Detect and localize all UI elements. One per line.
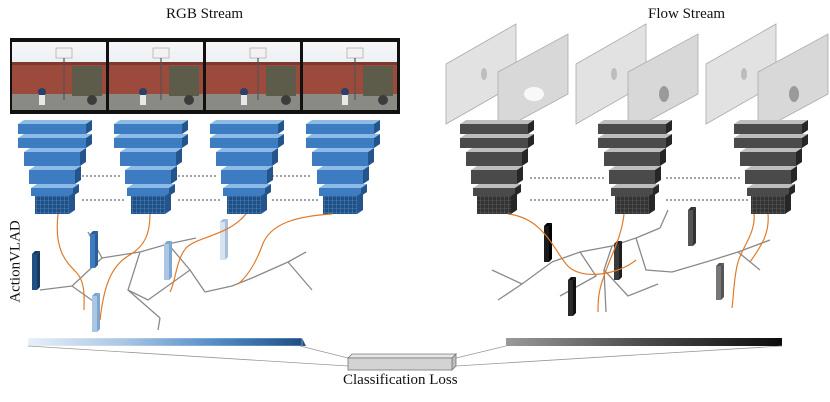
classification-loss-label: Classification Loss bbox=[343, 372, 458, 388]
cluster-vector-bar bbox=[92, 293, 100, 332]
rgb-frame-strip bbox=[10, 38, 400, 114]
tower-dotted-links bbox=[82, 175, 748, 201]
classification-loss-box bbox=[347, 353, 457, 371]
cluster-vector-bar bbox=[164, 241, 172, 280]
flow-feature-bars bbox=[544, 207, 724, 316]
cnn-tower bbox=[306, 120, 380, 214]
flow-cnn-towers bbox=[460, 120, 808, 214]
cluster-vector-bar bbox=[90, 231, 98, 268]
cluster-vector-bar bbox=[716, 263, 724, 300]
rgb-output-vector bbox=[27, 337, 306, 347]
rgb-feature-graph bbox=[39, 231, 313, 331]
flow-feature-graph bbox=[491, 209, 771, 313]
rgb-video-frame bbox=[109, 42, 203, 110]
merge-lines bbox=[27, 345, 783, 367]
cnn-tower bbox=[114, 120, 188, 214]
flow-frame-stack bbox=[445, 23, 829, 133]
cnn-tower bbox=[210, 120, 284, 214]
cluster-vector-bar bbox=[614, 241, 622, 280]
cnn-tower bbox=[460, 120, 534, 214]
cnn-tower bbox=[18, 120, 92, 214]
rgb-video-frame bbox=[206, 42, 300, 110]
flow-frame-pair bbox=[575, 23, 699, 133]
cluster-vector-bar bbox=[220, 219, 228, 260]
flow-stream-title: Flow Stream bbox=[648, 6, 726, 22]
cnn-tower bbox=[734, 120, 808, 214]
rgb-cnn-towers bbox=[18, 120, 380, 214]
cluster-vector-bar bbox=[688, 207, 696, 246]
rgb-video-frame bbox=[303, 42, 397, 110]
flow-frame-pair bbox=[705, 23, 829, 133]
rgb-feature-bars bbox=[32, 219, 228, 332]
rgb-stream-title: RGB Stream bbox=[166, 6, 244, 22]
flow-assignment-curves bbox=[507, 213, 769, 313]
flow-frame-pair bbox=[445, 23, 569, 133]
rgb-assignment-curves bbox=[56, 213, 333, 321]
flow-output-vector bbox=[506, 338, 782, 346]
cluster-vector-bar bbox=[568, 277, 576, 316]
rgb-video-frame bbox=[12, 42, 106, 110]
cnn-tower bbox=[598, 120, 672, 214]
cluster-vector-bar bbox=[32, 251, 40, 290]
